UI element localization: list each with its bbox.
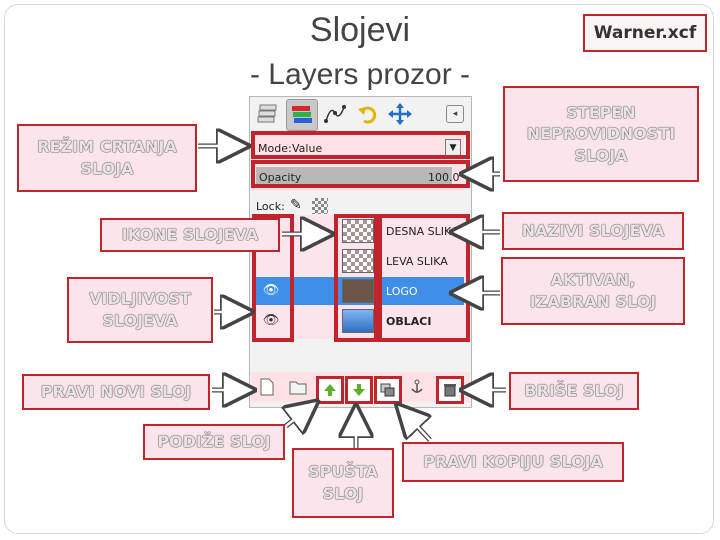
layer-name: OBLACI	[386, 315, 432, 328]
move-icon[interactable]	[385, 99, 415, 129]
opacity-label: Opacity	[259, 171, 302, 184]
layer-thumbnail	[342, 279, 374, 303]
folder-icon[interactable]	[287, 376, 309, 398]
undo-icon[interactable]	[353, 99, 383, 129]
slide-subtitle: - Layers prozor -	[249, 58, 471, 91]
label-aktivan-sloj: AKTIVAN, IZABRAN SLOJ	[501, 257, 685, 325]
raise-layer-icon[interactable]	[316, 376, 344, 404]
visibility-eye-icon[interactable]: 👁	[262, 313, 280, 328]
mode-label: Mode:	[258, 142, 292, 155]
label-nazivi-slojeva: NAZIVI SLOJEVA	[502, 212, 684, 250]
lock-row: Lock: ✎	[252, 193, 464, 221]
layers-icon[interactable]	[253, 99, 283, 129]
label-vidljivost-slojeva: VIDLJIVOST SLOJEVA	[67, 277, 213, 343]
anchor-icon[interactable]	[406, 376, 428, 398]
layer-thumbnail	[342, 219, 374, 243]
arrow-group	[198, 146, 506, 448]
channels-icon[interactable]	[286, 99, 318, 131]
layer-row[interactable]: 👁 OBLACI	[252, 307, 464, 335]
new-layer-icon[interactable]	[256, 376, 278, 398]
label-pravi-kopiju-sloja: PRAVI KOPIJU SLOJA	[402, 442, 624, 482]
label-podize-sloj: PODIŽE SLOJ	[143, 424, 285, 460]
panel-menu-icon[interactable]: ◂	[446, 105, 464, 123]
paths-icon[interactable]	[320, 99, 350, 129]
label-rezim-crtanja: REŽIM CRTANJA SLOJA	[17, 124, 197, 192]
layer-name: LOGO	[386, 285, 418, 298]
file-name-label: Warner.xcf	[583, 14, 707, 52]
label-ikone-slojeva: IKONE SLOJEVA	[100, 218, 280, 252]
layer-row[interactable]: LEVA SLIKA	[252, 247, 464, 275]
slide-frame	[4, 4, 714, 534]
layer-thumbnail	[342, 249, 374, 273]
layer-row[interactable]: DESNA SLIKA	[252, 217, 464, 245]
label-pravi-novi-sloj: PRAVI NOVI SLOJ	[22, 374, 210, 410]
lower-layer-icon[interactable]	[345, 376, 373, 404]
icons-column-highlight	[334, 214, 378, 342]
lock-pixels-icon[interactable]: ✎	[290, 197, 302, 213]
visibility-eye-icon[interactable]: 👁	[262, 283, 280, 298]
layer-name: DESNA SLIKA	[386, 225, 459, 238]
opacity-slider[interactable]	[256, 167, 452, 187]
opacity-value: 100.0	[428, 171, 460, 184]
label-spusta-sloj: SPUŠTA SLOJ	[292, 448, 394, 518]
lock-label: Lock:	[256, 200, 285, 213]
layer-thumbnail	[342, 309, 374, 333]
mode-value: Value	[292, 142, 323, 155]
label-brise-sloj: BRIŠE SLOJ	[509, 372, 639, 410]
visibility-column-highlight	[252, 214, 294, 342]
mode-highlight	[251, 131, 470, 159]
layer-name: LEVA SLIKA	[386, 255, 448, 268]
duplicate-layer-icon[interactable]	[374, 376, 402, 404]
label-stepen-neprovidnosti: STEPEN NEPROVIDNOSTI SLOJA	[503, 86, 699, 182]
layer-row-active[interactable]: 👁 LOGO	[252, 277, 464, 305]
slide-title: Slojevi	[309, 11, 411, 49]
lock-alpha-icon[interactable]	[312, 198, 328, 214]
